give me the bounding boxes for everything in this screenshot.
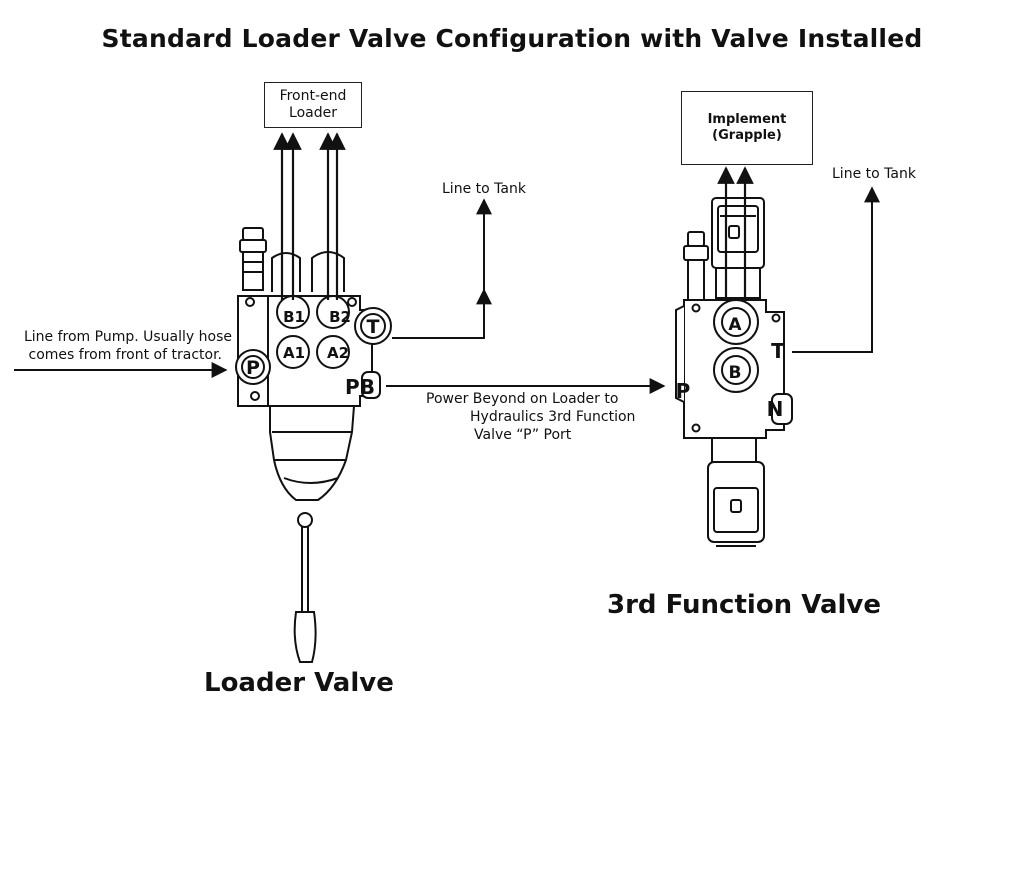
port-p-label: P (246, 357, 260, 379)
loader-tank-label: Line to Tank (442, 181, 526, 197)
port-a-label: A (728, 315, 742, 335)
port-t-label: T (367, 316, 380, 338)
port-n-label: N (767, 397, 784, 421)
port-pb-label: PB (345, 375, 375, 399)
port-a2-label: A2 (327, 344, 349, 362)
pump-line-label: Line from Pump. Usually hose comes from … (10, 328, 232, 364)
implement-box: Implement (Grapple) (681, 91, 813, 165)
third-tank-label: Line to Tank (832, 166, 916, 182)
port-b2-label: B2 (329, 308, 351, 326)
power-beyond-text-2: Hydraulics 3rd Function (470, 409, 636, 425)
third-function-valve-body (675, 197, 793, 547)
page-title: Standard Loader Valve Configuration with… (101, 24, 923, 53)
port-b-label: B (729, 363, 742, 383)
loader-hoses (273, 132, 346, 300)
port-b1-label: B1 (283, 308, 305, 326)
port-a1-label: A1 (283, 344, 305, 362)
pump-line-text-2: comes from front of tractor. (28, 347, 222, 363)
third-tank-line (792, 186, 880, 353)
implement-hoses (717, 166, 754, 300)
loader-valve-label: Loader Valve (204, 668, 394, 698)
implement-box-line1: Implement (707, 112, 787, 127)
front-end-loader-box: Front-end Loader (264, 82, 362, 128)
loader-box-line2: Loader (289, 105, 337, 121)
loader-port-labels: B1 B2 A1 A2 T P PB (246, 308, 379, 399)
loader-valve-body (235, 227, 392, 663)
port-p3-label: P (676, 379, 691, 403)
port-t3-label: T (771, 339, 785, 363)
loader-box-line1: Front-end (279, 88, 347, 104)
power-beyond-text-3: Valve “P” Port (474, 427, 572, 443)
pump-line-text-1: Line from Pump. Usually hose (23, 329, 232, 345)
loader-tank-line (392, 198, 492, 339)
power-beyond-label: Power Beyond on Loader to Hydraulics 3rd… (426, 390, 635, 444)
third-port-labels: A B T P N (676, 315, 786, 421)
third-function-valve-label: 3rd Function Valve (607, 590, 881, 620)
implement-box-line2: (Grapple) (712, 128, 782, 143)
power-beyond-text-1: Power Beyond on Loader to (426, 391, 619, 407)
